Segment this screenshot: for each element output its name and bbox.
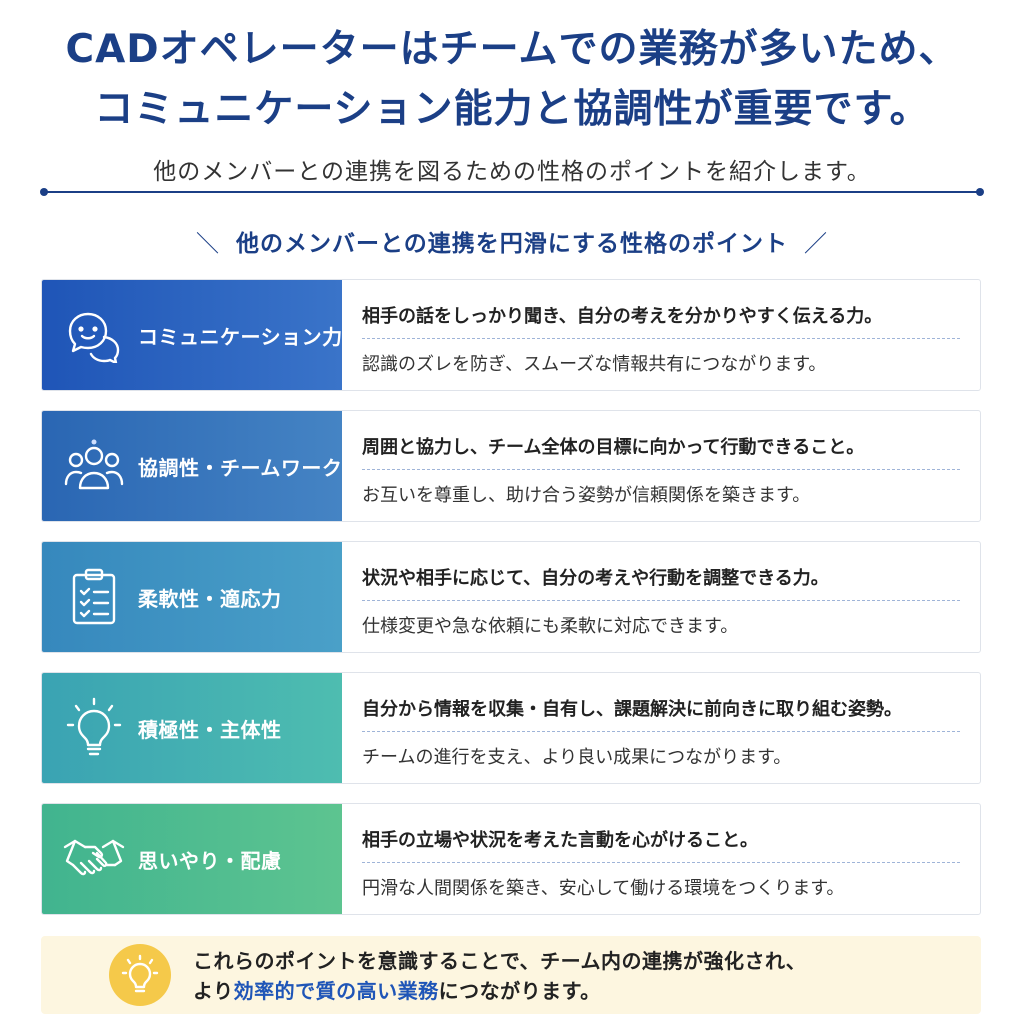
- section-heading-text: 他のメンバーとの連携を円滑にする性格のポイント: [236, 231, 788, 257]
- summary-highlight: 効率的で質の高い業務: [233, 979, 439, 1003]
- trait-card-header: コミュニケーション力: [42, 280, 342, 390]
- page-title-line-1: CADオペレーターはチームでの業務が多いため、: [65, 27, 959, 72]
- summary-line-2: より効率的で質の高い業務につながります。: [193, 976, 806, 1006]
- trait-label: 積極性・主体性: [138, 717, 282, 742]
- trait-primary-text: 状況や相手に応じて、自分の考えや行動を調整できる力。: [362, 568, 829, 589]
- speech-bubbles-icon: [62, 303, 126, 367]
- trait-card-header: 協調性・チームワーク: [42, 411, 342, 521]
- trait-card-body: 相手の話をしっかり聞き、自分の考えを分かりやすく伝える力。 認識のズレを防ぎ、ス…: [342, 280, 980, 390]
- summary-line-2-suffix: につながります。: [438, 979, 601, 1003]
- dashed-divider: [362, 731, 960, 732]
- trait-secondary-text: チームの進行を支え、より良い成果につながります。: [362, 747, 792, 768]
- summary-callout: これらのポイントを意識することで、チーム内の連携が強化され、 より効率的で質の高…: [41, 936, 981, 1014]
- dashed-divider: [362, 469, 960, 470]
- trait-card-body: 周囲と協力し、チーム全体の目標に向かって行動できること。 お互いを尊重し、助け合…: [342, 411, 980, 521]
- trait-card-header: 積極性・主体性: [42, 673, 342, 783]
- trait-card-body: 状況や相手に応じて、自分の考えや行動を調整できる力。 仕様変更や急な依頼にも柔軟…: [342, 542, 980, 652]
- trait-label: 協調性・チームワーク: [138, 455, 343, 480]
- page-subtitle: 他のメンバーとの連携を図るための性格のポイントを紹介します。: [153, 159, 871, 185]
- trait-label: コミュニケーション力: [138, 324, 343, 349]
- trait-card-header: 柔軟性・適応力: [42, 542, 342, 652]
- trait-label: 柔軟性・適応力: [138, 586, 282, 611]
- page-title-line-2: コミュニケーション能力と協調性が重要です。: [94, 87, 930, 132]
- trait-primary-text: 周囲と協力し、チーム全体の目標に向かって行動できること。: [362, 437, 865, 458]
- trait-card-teamwork: 協調性・チームワーク 周囲と協力し、チーム全体の目標に向かって行動できること。 …: [41, 410, 981, 522]
- section-heading: ＼ 他のメンバーとの連携を円滑にする性格のポイント ／: [0, 224, 1024, 258]
- handshake-icon: [62, 827, 126, 891]
- summary-line-1: これらのポイントを意識することで、チーム内の連携が強化され、: [193, 949, 807, 973]
- trait-card-header: 思いやり・配慮: [42, 804, 342, 914]
- dashed-divider: [362, 600, 960, 601]
- trait-primary-text: 自分から情報を収集・自有し、課題解決に前向きに取り組む姿勢。: [362, 699, 902, 720]
- trait-card-body: 相手の立場や状況を考えた言動を心がけること。 円滑な人間関係を築き、安心して働け…: [342, 804, 980, 914]
- lightbulb-icon: [109, 944, 171, 1006]
- slash-right: ／: [804, 231, 828, 257]
- trait-card-consideration: 思いやり・配慮 相手の立場や状況を考えた言動を心がけること。 円滑な人間関係を築…: [41, 803, 981, 915]
- dashed-divider: [362, 338, 960, 339]
- slash-left: ＼: [196, 231, 220, 257]
- trait-card-flexibility: 柔軟性・適応力 状況や相手に応じて、自分の考えや行動を調整できる力。 仕様変更や…: [41, 541, 981, 653]
- trait-card-body: 自分から情報を収集・自有し、課題解決に前向きに取り組む姿勢。 チームの進行を支え…: [342, 673, 980, 783]
- trait-secondary-text: 円滑な人間関係を築き、安心して働ける環境をつくります。: [362, 878, 845, 899]
- trait-card-communication: コミュニケーション力 相手の話をしっかり聞き、自分の考えを分かりやすく伝える力。…: [41, 279, 981, 391]
- trait-primary-text: 相手の立場や状況を考えた言動を心がけること。: [362, 830, 758, 851]
- header-divider: [40, 188, 984, 196]
- summary-line-2-prefix: より: [193, 979, 234, 1003]
- trait-secondary-text: お互いを尊重し、助け合う姿勢が信頼関係を築きます。: [362, 485, 811, 506]
- lightbulb-icon: [62, 696, 126, 760]
- summary-text: これらのポイントを意識することで、チーム内の連携が強化され、 より効率的で質の高…: [193, 946, 806, 1006]
- clipboard-checklist-icon: [62, 565, 126, 629]
- trait-primary-text: 相手の話をしっかり聞き、自分の考えを分かりやすく伝える力。: [362, 306, 883, 327]
- trait-secondary-text: 仕様変更や急な依頼にも柔軟に対応できます。: [362, 616, 739, 637]
- dashed-divider: [362, 862, 960, 863]
- trait-secondary-text: 認識のズレを防ぎ、スムーズな情報共有につながります。: [362, 354, 827, 375]
- team-icon: [62, 434, 126, 498]
- trait-card-initiative: 積極性・主体性 自分から情報を収集・自有し、課題解決に前向きに取り組む姿勢。 チ…: [41, 672, 981, 784]
- trait-label: 思いやり・配慮: [138, 848, 282, 873]
